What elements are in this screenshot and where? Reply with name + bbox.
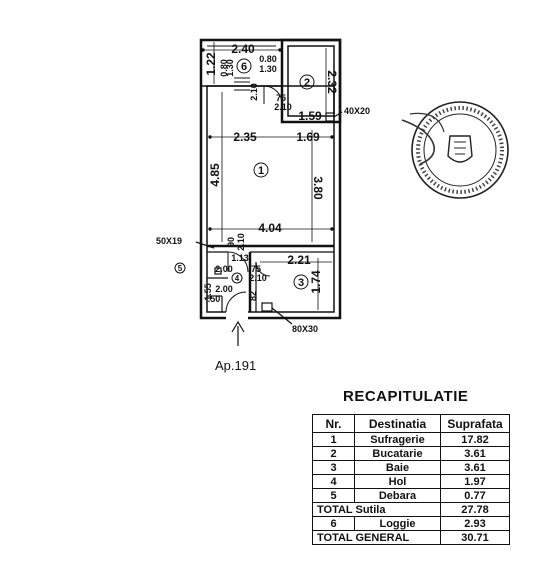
room-2-circle [299, 74, 315, 90]
dim-2-10c: 2.10 [249, 273, 267, 283]
dim-2-35: 2.35 [233, 130, 257, 144]
room-4-number: 4 [235, 274, 240, 283]
table-row: 4 Hol 1.97 [312, 474, 510, 489]
row-destinatia: Bucatarie [354, 446, 441, 461]
dim-1-74: 1.74 [309, 270, 323, 294]
total-utila-row: TOTAL Sutila 27.78 [312, 502, 510, 517]
row-nr: 4 [312, 474, 355, 489]
dim-1-59: 1.59 [298, 109, 322, 123]
dimension-texts: 2.40 1.22 0.80 1.30 0.80 1.30 2.32 2.10 … [156, 42, 370, 334]
room-markers: 1 2 3 4 5 6 [174, 58, 315, 290]
dim-90: 90 [226, 237, 236, 247]
dim-2-40: 2.40 [231, 42, 255, 56]
loggia-destinatia: Loggie [354, 516, 441, 531]
room-4-circle [231, 272, 243, 284]
row-suprafata: 0.77 [440, 488, 510, 503]
official-stamp [401, 101, 509, 199]
room-6-circle [236, 58, 252, 74]
dim-0-80: 0.80 [259, 54, 277, 64]
total-general-label: TOTAL GENERAL [312, 530, 441, 545]
dim-50x19: 50X19 [156, 236, 182, 246]
table-row: 2 Bucatarie 3.61 [312, 446, 510, 461]
dim-80x30: 80X30 [292, 324, 318, 334]
loggia-suprafata: 2.93 [440, 516, 510, 531]
row-destinatia: Sufragerie [354, 432, 441, 447]
header-destinatia: Destinatia [354, 414, 441, 433]
dim-1-13: 1.13 [231, 253, 249, 263]
room-5-number: 5 [178, 264, 183, 273]
room-1-number: 1 [258, 165, 264, 177]
row-suprafata: 3.61 [440, 460, 510, 475]
dim-4-04: 4.04 [258, 221, 282, 235]
header-nr: Nr. [312, 414, 355, 433]
room-6-number: 6 [241, 61, 247, 73]
total-general-row: TOTAL GENERAL 30.71 [312, 530, 510, 545]
row-suprafata: 1.97 [440, 474, 510, 489]
table-row: 3 Baie 3.61 [312, 460, 510, 475]
dim-4-85: 4.85 [208, 163, 222, 187]
dim-2-00a: 2.00 [215, 264, 233, 274]
dim-1-22: 1.22 [204, 52, 218, 76]
dim-1-69: 1.69 [296, 130, 320, 144]
dim-3-80: 3.80 [311, 176, 325, 200]
room-1-circle [253, 162, 269, 178]
recap-header-row: Nr. Destinatia Suprafata [312, 414, 510, 433]
dim-2-10-small: 2.10 [274, 102, 292, 112]
dim-2-00b: 2.00 [215, 284, 233, 294]
dim-2-32: 2.32 [325, 70, 339, 94]
row-nr: 5 [312, 488, 355, 503]
table-row: 1 Sufragerie 17.82 [312, 432, 510, 447]
total-utila-value: 27.78 [440, 502, 510, 517]
table-row: 5 Debara 0.77 [312, 488, 510, 503]
room-5-circle [174, 262, 186, 274]
recap-title: RECAPITULATIE [343, 388, 469, 405]
dimension-lines [201, 42, 334, 310]
dim-2-21: 2.21 [287, 253, 311, 267]
dim-0-80b: 0.80 [219, 59, 229, 77]
dim-2-10a: 2.10 [249, 83, 259, 101]
stair-hatch [234, 77, 250, 91]
dim-75b: 75 [251, 264, 261, 274]
loggia-row: 6 Loggie 2.93 [312, 516, 510, 531]
dim-50: .50 [208, 294, 221, 304]
door-swings [225, 85, 283, 313]
header-suprafata: Suprafata [440, 414, 510, 433]
row-nr: 1 [312, 432, 355, 447]
dim-2-10b: 2.10 [236, 233, 246, 251]
row-nr: 3 [312, 460, 355, 475]
dim-1-30b: 1.30 [225, 59, 235, 77]
dim-75a: 75 [276, 93, 286, 103]
dim-1-55: 1.55 [203, 283, 213, 301]
total-general-value: 30.71 [440, 530, 510, 545]
entrance-arrow [231, 320, 245, 346]
total-utila-label: TOTAL Sutila [312, 502, 441, 517]
room-3-circle [293, 274, 309, 290]
row-destinatia: Baie [354, 460, 441, 475]
dim-40x20: 40X20 [344, 106, 370, 116]
row-destinatia: Debara [354, 488, 441, 503]
apartment-label: Ap.191 [215, 358, 256, 373]
row-suprafata: 3.61 [440, 446, 510, 461]
recap-table: Nr. Destinatia Suprafata 1 Sufragerie 17… [312, 414, 510, 545]
loggia-nr: 6 [312, 516, 355, 531]
dim-1-30: 1.30 [259, 64, 277, 74]
row-nr: 2 [312, 446, 355, 461]
dim-82: 82 [248, 291, 258, 301]
row-suprafata: 17.82 [440, 432, 510, 447]
row-destinatia: Hol [354, 474, 441, 489]
vent-markers [195, 111, 343, 325]
room-2-number: 2 [304, 77, 310, 89]
room-3-number: 3 [298, 277, 304, 289]
walls [199, 38, 342, 321]
